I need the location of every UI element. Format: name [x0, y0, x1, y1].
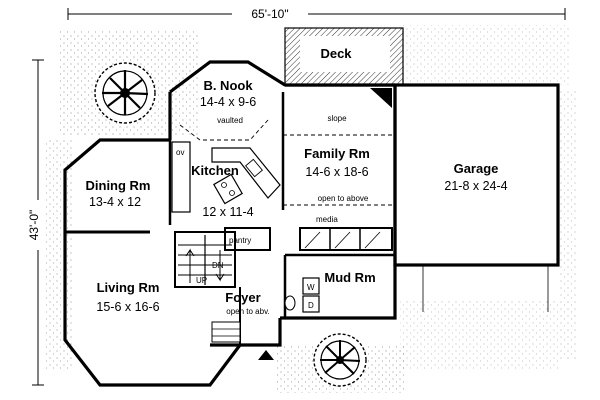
- media-label: media: [316, 215, 338, 224]
- dining-label: Dining Rm: [86, 178, 151, 193]
- mud-label: Mud Rm: [324, 270, 375, 285]
- fireplace-icon: [370, 88, 392, 108]
- family-note-top: slope: [327, 114, 347, 123]
- kitchen-counters: ov: [171, 141, 281, 213]
- depth-dimension: 43'-0": [27, 59, 46, 386]
- washer-dryer: W D: [302, 277, 320, 313]
- garage: Garage 21-8 x 24-4: [393, 83, 560, 312]
- entry-stoop: [211, 321, 241, 343]
- foyer-note: open to abv.: [226, 307, 269, 316]
- pantry-label: pantry: [229, 236, 251, 245]
- washer-label: W: [307, 283, 315, 292]
- kitchen-label: Kitchen: [191, 163, 239, 178]
- width-dimension: 65'-10": [67, 6, 566, 22]
- stair-down-label: DN: [212, 261, 224, 270]
- family-label: Family Rm: [304, 146, 370, 161]
- foyer-label: Foyer: [225, 290, 260, 305]
- nook-size: 14-4 x 9-6: [200, 95, 256, 109]
- house-walls: [63, 60, 397, 387]
- deck-label: Deck: [320, 46, 352, 61]
- living-label: Living Rm: [97, 280, 160, 295]
- nook-note: vaulted: [217, 116, 243, 125]
- living-size: 15-6 x 16-6: [96, 300, 159, 314]
- stair-up-label: UP: [196, 276, 207, 285]
- family-note-bottom: open to above: [318, 194, 369, 203]
- tree-icon: [94, 62, 156, 124]
- interior-walls: [65, 92, 395, 345]
- entry-arrow-icon: [258, 350, 274, 360]
- tree-icon: [313, 333, 367, 387]
- nook-label: B. Nook: [203, 78, 253, 93]
- deck: Deck: [284, 27, 404, 87]
- dining-size: 13-4 x 12: [89, 195, 141, 209]
- oven-label: ov: [176, 148, 184, 157]
- kitchen-size: 12 x 11-4: [202, 205, 253, 219]
- stairs-icon: UP DN: [178, 235, 232, 285]
- toilet-icon: [284, 295, 296, 311]
- family-size: 14-6 x 18-6: [305, 165, 368, 179]
- width-dimension-label: 65'-10": [251, 7, 288, 21]
- media-closets: media: [304, 215, 381, 250]
- garage-size: 21-8 x 24-4: [444, 179, 507, 193]
- garage-label: Garage: [454, 161, 499, 176]
- dryer-label: D: [308, 301, 314, 310]
- depth-dimension-label: 43'-0": [27, 210, 41, 241]
